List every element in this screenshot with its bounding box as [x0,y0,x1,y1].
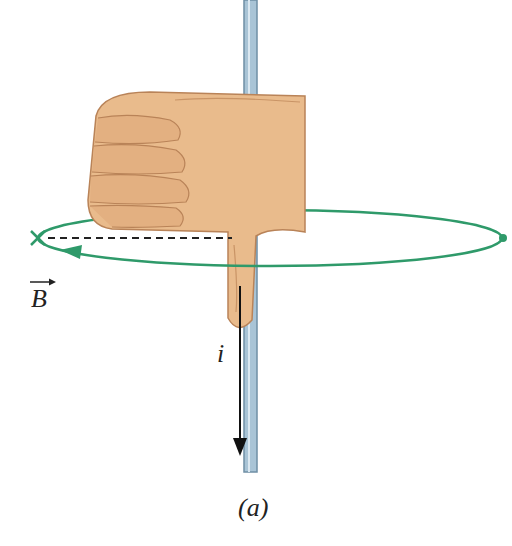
current-label: i [217,340,224,369]
thumb-crease [234,245,237,312]
finger [90,205,183,227]
finger [90,175,189,204]
finger [92,145,185,174]
finger [95,115,180,143]
vector-arrowhead [49,279,56,286]
into-page-mark [31,231,45,245]
field-loop-front [38,238,502,266]
current-arrowhead [233,438,247,456]
radius-line [48,237,232,239]
subfigure-label: (a) [238,494,268,523]
knuckle-line [175,98,300,102]
fist [88,92,305,328]
current-arrow [239,286,241,440]
vector-label: B [31,285,47,314]
field-arrowhead [60,245,82,259]
hand [88,92,305,328]
out-of-page-dot [499,234,507,242]
vector-arrow [30,281,50,283]
